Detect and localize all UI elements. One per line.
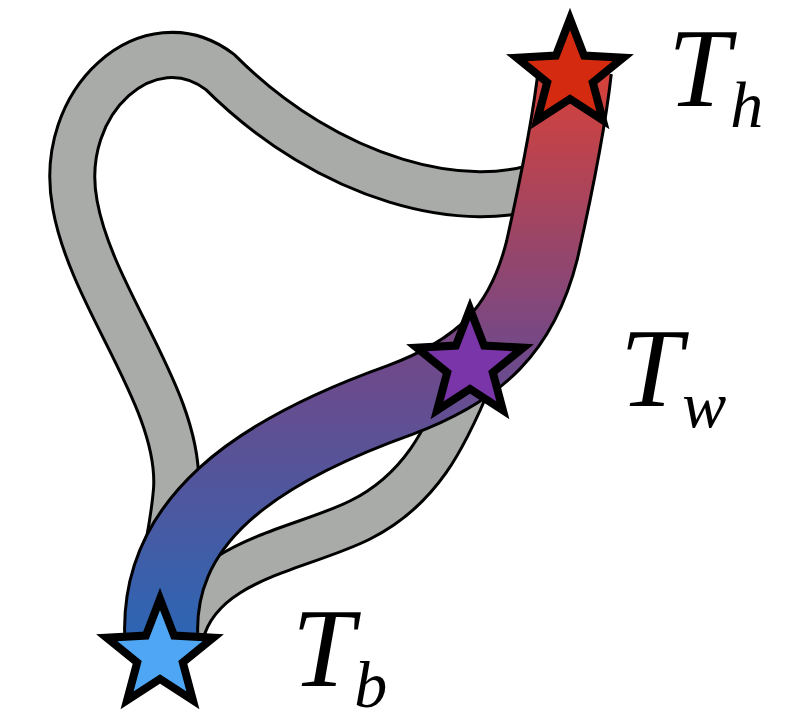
temperature-label: Tw (620, 312, 726, 424)
temperature-label: Tb (292, 592, 387, 704)
temperature-band (161, 70, 575, 648)
star-marker (517, 19, 624, 120)
temperature-band-outline (161, 70, 575, 648)
star-marker (107, 599, 214, 700)
star-marker (417, 309, 524, 410)
temperature-label: Th (668, 12, 763, 124)
